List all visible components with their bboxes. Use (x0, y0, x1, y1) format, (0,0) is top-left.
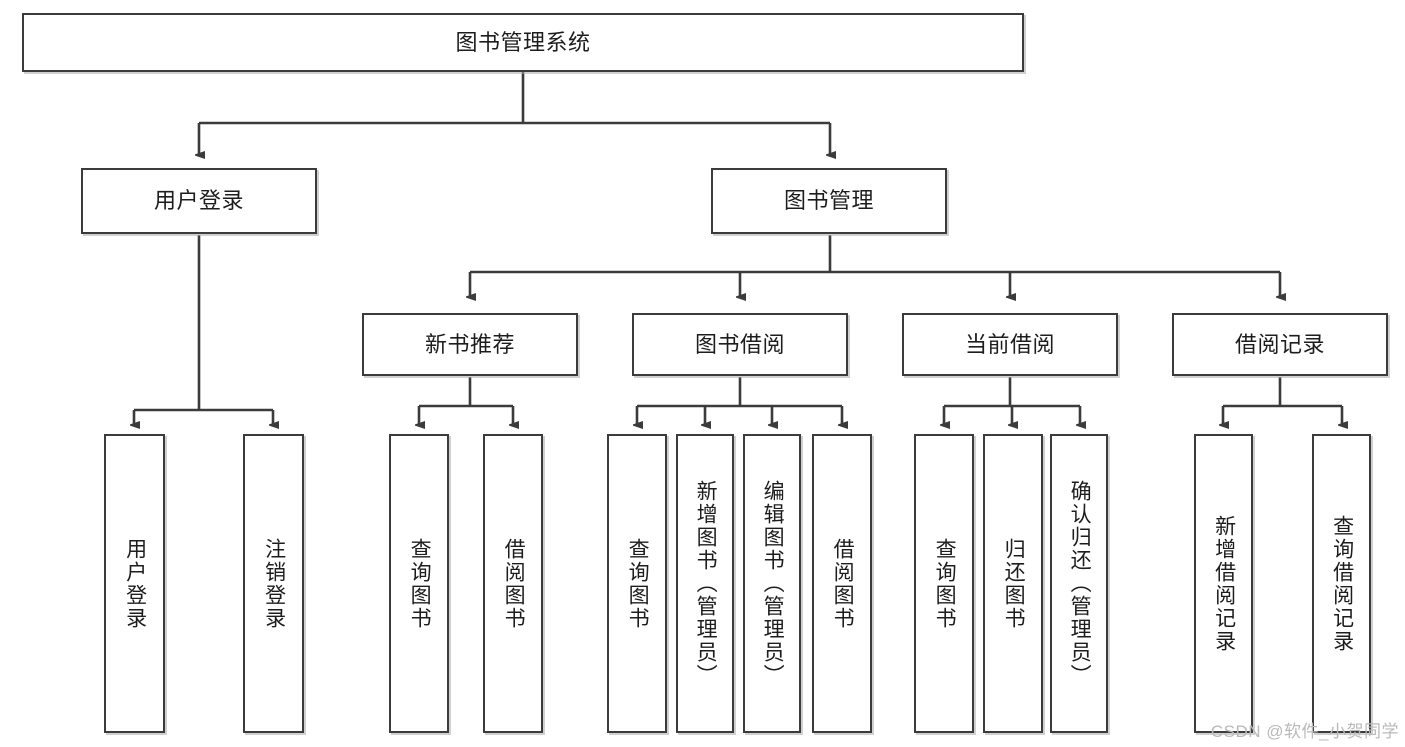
node-label: 借阅图书 (831, 537, 855, 630)
node-label: 查询借阅记录 (1330, 514, 1354, 653)
node-label: 新书推荐 (424, 331, 515, 357)
node-label: 当前借阅 (964, 331, 1055, 357)
node-label: 图书管理系统 (455, 29, 591, 55)
node-label: 图书管理 (783, 188, 874, 214)
leaf-user-login-logout[interactable]: 注销登录 (243, 434, 304, 733)
node-label: 查询图书 (626, 537, 650, 630)
leaf-recommend-query-book[interactable]: 查询图书 (389, 434, 449, 733)
node-current-borrow[interactable]: 当前借阅 (902, 313, 1118, 376)
node-label: 编辑图书（管理员） (761, 480, 785, 687)
leaf-recommend-borrow-book[interactable]: 借阅图书 (483, 434, 543, 733)
leaf-current-confirm-return-admin[interactable]: 确认归还（管理员） (1050, 434, 1108, 733)
node-book-borrow[interactable]: 图书借阅 (632, 313, 848, 376)
node-label: 注销登录 (262, 537, 286, 630)
node-label: 用户登录 (153, 188, 244, 214)
node-label: 查询图书 (933, 537, 957, 630)
leaf-borrow-borrow-book[interactable]: 借阅图书 (812, 434, 872, 733)
leaf-borrow-add-book-admin[interactable]: 新增图书（管理员） (676, 434, 734, 733)
node-label: 查询图书 (408, 537, 432, 630)
node-label: 借阅记录 (1234, 331, 1325, 357)
node-label: 新增图书（管理员） (694, 480, 718, 687)
node-book-management[interactable]: 图书管理 (711, 168, 947, 234)
leaf-borrow-edit-book-admin[interactable]: 编辑图书（管理员） (743, 434, 801, 733)
node-root-system[interactable]: 图书管理系统 (22, 13, 1024, 72)
node-label: 用户登录 (123, 537, 147, 630)
leaf-borrow-query-book[interactable]: 查询图书 (607, 434, 667, 733)
leaf-user-login-login[interactable]: 用户登录 (104, 434, 165, 733)
node-label: 归还图书 (1002, 537, 1026, 630)
leaf-current-return-book[interactable]: 归还图书 (983, 434, 1043, 733)
leaf-current-query-book[interactable]: 查询图书 (914, 434, 974, 733)
node-label: 新增借阅记录 (1212, 514, 1236, 653)
node-label: 确认归还（管理员） (1068, 480, 1092, 687)
node-label: 借阅图书 (502, 537, 526, 630)
csdn-watermark: CSDN @软件_小贺同学 (1210, 722, 1399, 741)
node-borrow-record[interactable]: 借阅记录 (1172, 313, 1388, 376)
node-label: 图书借阅 (694, 331, 785, 357)
node-new-book-recommend[interactable]: 新书推荐 (362, 313, 578, 376)
node-user-login[interactable]: 用户登录 (81, 168, 317, 234)
leaf-record-query-record[interactable]: 查询借阅记录 (1312, 434, 1371, 733)
leaf-record-add-record[interactable]: 新增借阅记录 (1194, 434, 1253, 733)
